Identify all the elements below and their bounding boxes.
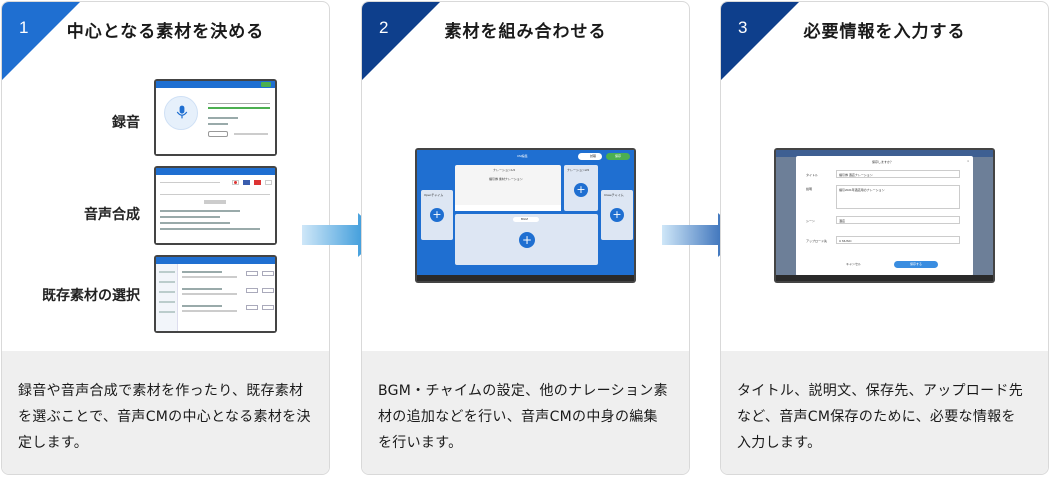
- close-icon[interactable]: ×: [967, 159, 969, 163]
- recording-screen: [154, 79, 277, 156]
- save-dialog: 保存しますか？ × タイトル 福引券 酒店ナレーション 説明 福引2021年酒店…: [796, 156, 973, 276]
- scene-select[interactable]: 酒店: [836, 216, 960, 224]
- label-recording: 録音: [112, 115, 140, 131]
- step-description: 録音や音声合成で素材を作ったり、既存素材を選ぶことで、音声CMの中心となる素材を…: [2, 351, 329, 474]
- step-card-1: 1 中心となる素材を決める 録音 音声合成 既存素材の選択: [1, 1, 330, 475]
- step-number: 3: [738, 18, 748, 37]
- cm-edit-screen: CM編集 試聴 保存 ナレーション1/2 福引券 素材ナレーション ナレーション…: [415, 148, 636, 283]
- step-card-3: 3 必要情報を入力する 保存しますか？ × タイトル 福引券 酒店ナレーション …: [720, 1, 1049, 475]
- description-field[interactable]: 福引2021年酒店用のナレーション: [836, 185, 960, 209]
- screen-title: CM編集: [517, 154, 528, 158]
- add-icon: +: [610, 208, 624, 222]
- title-field[interactable]: 福引券 酒店ナレーション: [836, 170, 960, 178]
- existing-screen: [154, 255, 277, 333]
- step-description: タイトル、説明文、保存先、アップロード先など、音声CM保存のために、必要な情報を…: [721, 351, 1048, 474]
- cancel-button[interactable]: キャンセル: [846, 262, 862, 266]
- corner-badge: [362, 2, 440, 80]
- mic-icon: [176, 105, 188, 119]
- step-title: 中心となる素材を決める: [66, 22, 265, 42]
- mic-button[interactable]: [164, 96, 198, 130]
- step-card-2: 2 素材を組み合わせる CM編集 試聴 保存 ナレーション1/2 福引券 素材ナ…: [361, 1, 690, 475]
- add-icon: +: [519, 232, 535, 248]
- close-chime-slot[interactable]: Closeチャイム +: [601, 190, 633, 240]
- add-icon: +: [430, 208, 444, 222]
- label-existing: 既存素材の選択: [42, 288, 140, 304]
- step-title: 素材を組み合わせる: [444, 22, 607, 42]
- synthesis-screen: [154, 166, 277, 245]
- corner-badge: [2, 2, 80, 80]
- narration-slot-2[interactable]: ナレーション2/2 +: [564, 165, 598, 211]
- bgm-slot[interactable]: BGM +: [455, 214, 598, 265]
- dialog-title: 保存しますか？: [872, 160, 894, 164]
- save-dialog-screen: 保存しますか？ × タイトル 福引券 酒店ナレーション 説明 福引2021年酒店…: [774, 148, 995, 283]
- save-button[interactable]: 保存する: [894, 261, 938, 268]
- step-title: 必要情報を入力する: [803, 22, 966, 42]
- label-synthesis: 音声合成: [84, 207, 140, 223]
- step-number: 1: [19, 18, 29, 37]
- corner-badge: [721, 2, 799, 80]
- save-button[interactable]: 保存: [606, 153, 630, 160]
- preview-button[interactable]: 試聴: [578, 153, 602, 160]
- narration-slot[interactable]: ナレーション1/2 福引券 素材ナレーション: [455, 165, 561, 211]
- step-description: BGM・チャイムの設定、他のナレーション素材の追加などを行い、音声CMの中身の編…: [362, 351, 689, 474]
- upload-select[interactable]: U MUSIC: [836, 236, 960, 244]
- open-chime-slot[interactable]: Openチャイム +: [421, 190, 453, 240]
- step-number: 2: [379, 18, 389, 37]
